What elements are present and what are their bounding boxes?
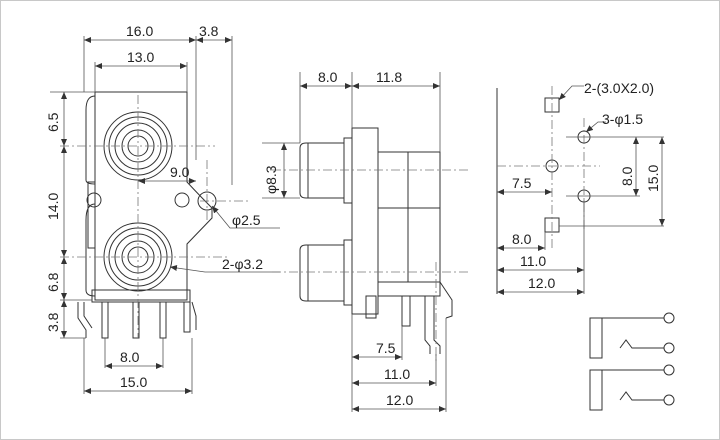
dim-pcb-11-0: 11.0 — [520, 253, 546, 269]
dim-6-8: 6.8 — [45, 272, 61, 292]
label-hole-2-5: φ2.5 — [232, 212, 261, 228]
dim-side-8-0: 8.0 — [318, 69, 338, 85]
front-pins — [77, 301, 197, 339]
dim-9-0: 9.0 — [170, 164, 190, 180]
dim-8-0-pins: 8.0 — [120, 349, 140, 365]
dim-6-5: 6.5 — [45, 112, 61, 132]
dim-15-0: 15.0 — [120, 374, 147, 390]
label-hole-3-2: 2-φ3.2 — [222, 256, 263, 272]
dim-3-8-top: 3.8 — [199, 23, 219, 39]
dim-side-12-0: 12.0 — [386, 392, 413, 408]
dim-side-11-8: 11.8 — [376, 69, 402, 85]
dim-side-11-0: 11.0 — [384, 366, 410, 382]
dim-13-0: 13.0 — [127, 49, 154, 65]
dim-pcb-8-0-v: 8.0 — [619, 166, 635, 186]
pcb-layout — [496, 85, 665, 295]
label-hole-triple: 3-φ1.5 — [602, 111, 643, 127]
side-view — [262, 72, 470, 412]
dim-pcb-7-5: 7.5 — [512, 175, 532, 191]
label-slot-pair: 2-(3.0X2.0) — [584, 80, 654, 96]
schematic-symbol — [589, 312, 675, 411]
dim-pcb-8-0: 8.0 — [512, 231, 532, 247]
dim-pcb-12-0: 12.0 — [528, 275, 555, 291]
front-view — [50, 36, 280, 394]
dim-pcb-15-0: 15.0 — [645, 165, 661, 192]
dim-side-8-3: φ8.3 — [263, 165, 279, 194]
hole-2-5 — [197, 191, 217, 211]
dim-14-0: 14.0 — [45, 193, 61, 220]
dim-3-8-pin: 3.8 — [45, 312, 61, 332]
dim-16-0: 16.0 — [126, 23, 153, 39]
dim-side-7-5: 7.5 — [376, 340, 396, 356]
